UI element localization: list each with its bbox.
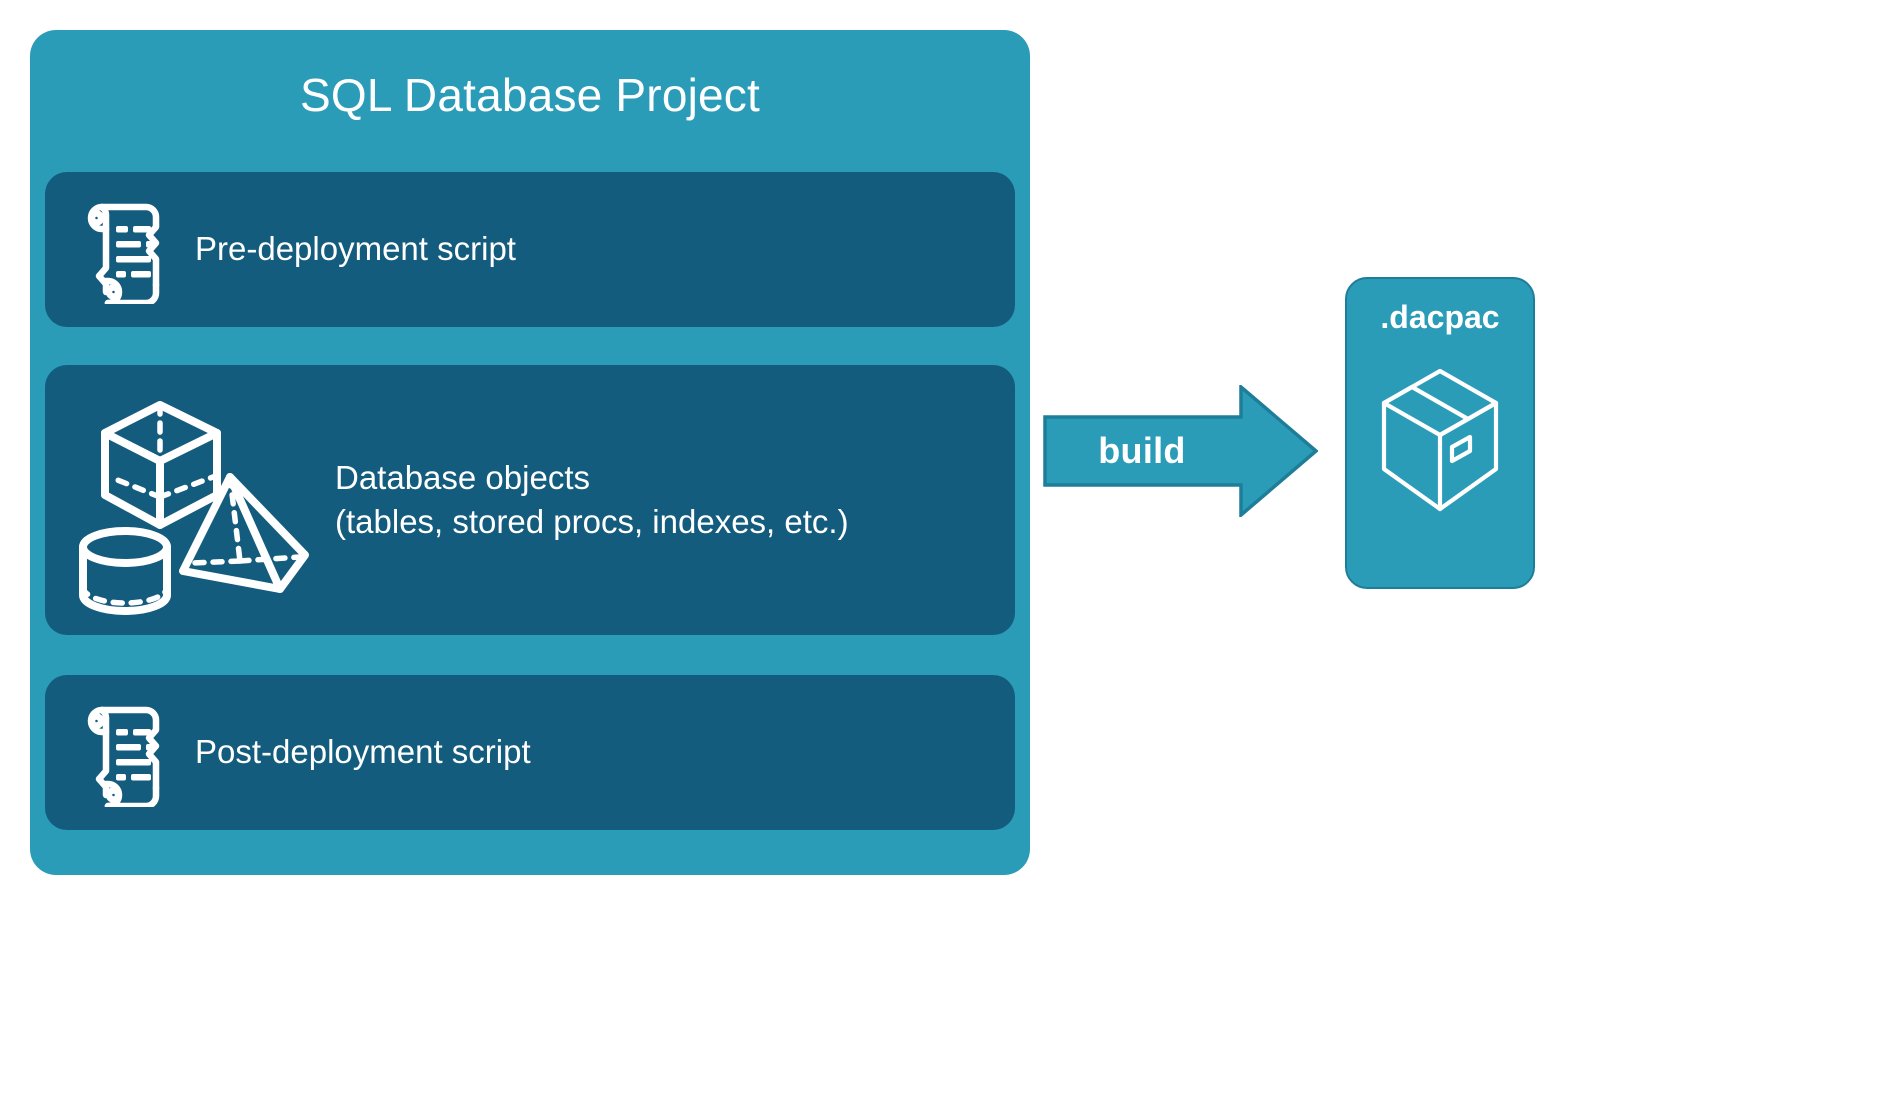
panel-label-post-deployment: Post-deployment script xyxy=(195,733,531,771)
shapes-icon-group xyxy=(45,385,335,615)
panel-post-deployment-script[interactable]: Post-deployment script xyxy=(45,675,1015,830)
sql-database-project-card: SQL Database Project xyxy=(30,30,1030,875)
dacpac-title: .dacpac xyxy=(1380,299,1500,335)
build-arrow[interactable]: build xyxy=(1043,385,1318,517)
package-box-icon xyxy=(1374,357,1506,523)
scroll-icon xyxy=(45,699,195,807)
panel-pre-deployment-script[interactable]: Pre-deployment script xyxy=(45,172,1015,327)
panel-label-database-objects: Database objects (tables, stored procs, … xyxy=(335,458,849,540)
dacpac-card[interactable]: .dacpac xyxy=(1345,277,1535,589)
arrow-right-icon xyxy=(1043,385,1318,517)
panel-label-pre-deployment: Pre-deployment script xyxy=(195,230,516,268)
pyramid-3d-icon xyxy=(179,473,309,593)
panel-database-objects[interactable]: Database objects (tables, stored procs, … xyxy=(45,365,1015,635)
scroll-icon xyxy=(45,196,195,304)
project-title: SQL Database Project xyxy=(300,69,760,121)
cube-3d-icon xyxy=(101,401,221,529)
cylinder-3d-icon xyxy=(79,527,171,615)
